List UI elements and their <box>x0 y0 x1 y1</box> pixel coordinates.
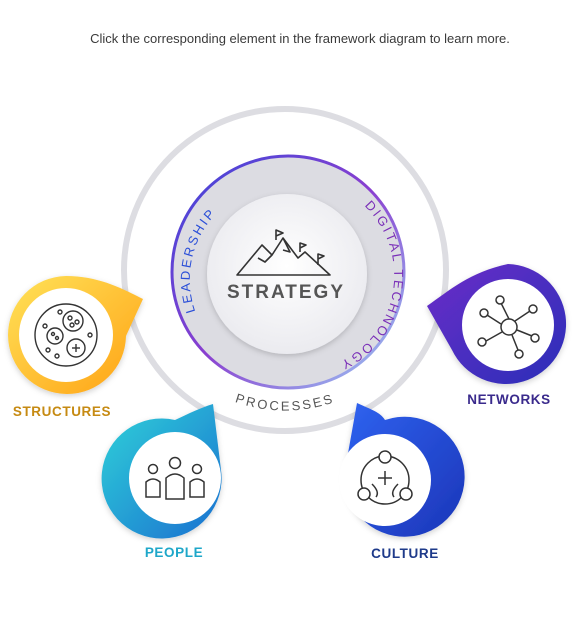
people-puzzle-icon <box>357 450 413 505</box>
mountain-flags-icon <box>236 229 331 276</box>
structures-node[interactable] <box>8 276 144 394</box>
processes-label[interactable]: PROCESSES <box>234 390 337 413</box>
people-group-icon <box>145 456 205 500</box>
strategy-center[interactable]: STRATEGY <box>207 194 367 354</box>
instruction-text: Click the corresponding element in the f… <box>90 31 510 46</box>
processes-ring[interactable] <box>121 106 449 434</box>
networks-label[interactable]: NETWORKS <box>467 392 551 407</box>
strategy-title: STRATEGY <box>227 282 345 303</box>
cells-icon <box>34 303 98 367</box>
people-label[interactable]: PEOPLE <box>145 545 203 560</box>
people-node[interactable] <box>101 404 222 539</box>
networks-node[interactable] <box>427 264 567 384</box>
culture-label[interactable]: CULTURE <box>371 546 439 561</box>
culture-node[interactable] <box>339 403 465 537</box>
network-hub-icon <box>477 295 540 359</box>
structures-label[interactable]: STRUCTURES <box>13 404 111 419</box>
